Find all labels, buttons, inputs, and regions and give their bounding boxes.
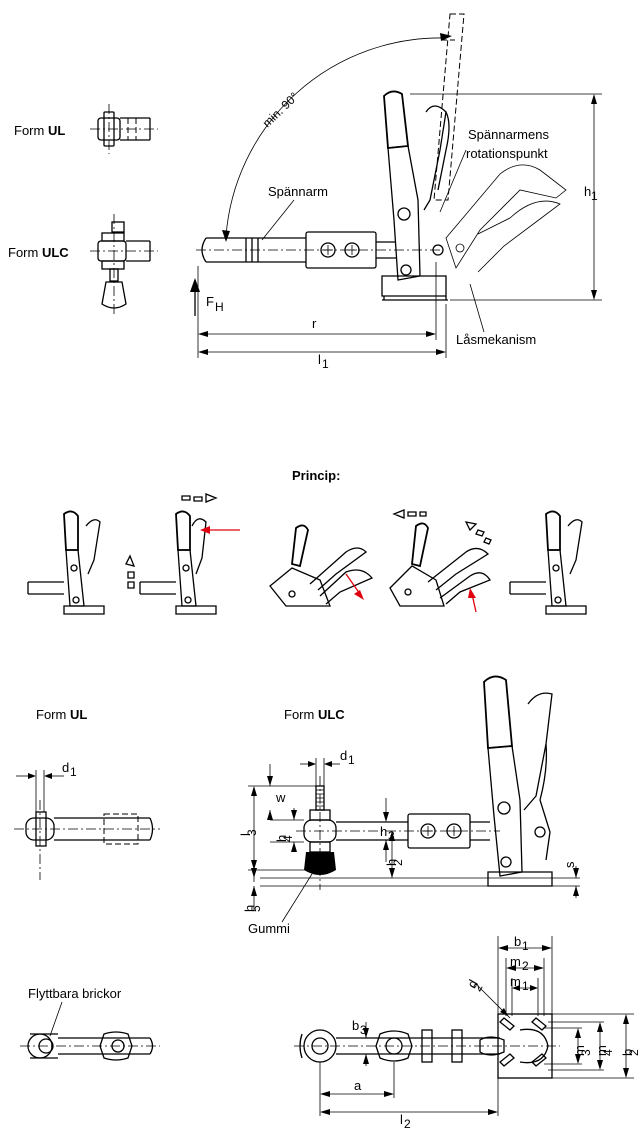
dim-h1: h 1 — [410, 93, 602, 301]
form-ul-label-mid: Form UL — [36, 707, 87, 722]
svg-text:3: 3 — [245, 829, 259, 836]
svg-text:1: 1 — [591, 189, 598, 203]
svg-text:4: 4 — [601, 1049, 615, 1056]
svg-text:1: 1 — [70, 765, 77, 779]
dim-d2: d 2 — [464, 977, 511, 1019]
svg-text:b: b — [620, 1049, 635, 1056]
svg-text:h: h — [584, 184, 591, 199]
principle-step-4 — [389, 509, 492, 613]
force-arrow: F H — [190, 278, 224, 316]
svg-text:3: 3 — [579, 1049, 593, 1056]
pivot-label-1: Spännarmens — [468, 127, 549, 142]
dim-l3: l 3 — [238, 785, 306, 871]
dim-r: r — [197, 262, 437, 358]
raised-arm-outline — [433, 13, 465, 201]
svg-text:l: l — [238, 833, 253, 836]
svg-text:r: r — [312, 316, 317, 331]
svg-text:2: 2 — [627, 1049, 641, 1056]
dim-h5: h 5 — [242, 868, 263, 912]
dim-d1-ulc: d 1 — [300, 748, 355, 786]
dim-h4: h 4 — [270, 808, 304, 852]
ulc-arm-top — [294, 1013, 560, 1079]
svg-text:m: m — [572, 1045, 587, 1056]
opened-lever-outline — [445, 164, 567, 273]
svg-text:5: 5 — [249, 905, 263, 912]
dim-l1: l 1 — [198, 304, 447, 371]
svg-text:h: h — [380, 824, 387, 839]
svg-text:1: 1 — [522, 979, 529, 993]
form-ulc-end-view — [90, 214, 158, 316]
svg-text:F: F — [206, 294, 214, 309]
dim-b3: b 3 — [352, 1018, 369, 1066]
form-ul-label-top: Form UL — [14, 123, 65, 138]
svg-text:d: d — [340, 748, 347, 763]
ul-arm-tip — [14, 800, 160, 880]
clamp-arm — [196, 231, 440, 269]
ul-arm-top — [20, 1031, 160, 1061]
clamp-body-mid — [483, 675, 553, 887]
svg-text:h: h — [384, 859, 399, 866]
svg-text:h: h — [274, 835, 289, 842]
ulc-arm-side — [296, 776, 500, 890]
form-ulc-label-top: Form ULC — [8, 245, 69, 260]
rubber-label: Gummi — [248, 921, 290, 936]
pivot-label-2: rotationspunkt — [466, 146, 548, 161]
principle-step-5 — [509, 510, 587, 615]
bottom-top-view: Flyttbara brickor — [20, 934, 641, 1131]
dim-b1-m2-m1: b 1 m 2 m 1 — [497, 934, 553, 1016]
svg-text:m: m — [594, 1045, 609, 1056]
lock-label: Låsmekanism — [456, 332, 536, 347]
clamp-body-top — [381, 90, 450, 301]
principle-title: Princip: — [292, 468, 340, 483]
dim-a: a — [319, 1062, 395, 1116]
dim-w: w — [266, 764, 316, 820]
svg-text:H: H — [215, 300, 224, 314]
svg-text:b: b — [514, 934, 521, 949]
svg-text:b: b — [352, 1018, 359, 1033]
washers-label: Flyttbara brickor — [28, 986, 122, 1001]
svg-text:3: 3 — [360, 1023, 367, 1037]
svg-text:4: 4 — [281, 835, 295, 842]
svg-text:l: l — [400, 1112, 403, 1127]
svg-text:2: 2 — [404, 1117, 411, 1131]
arm-label: Spännarm — [268, 184, 328, 199]
dim-h3: h 3 — [380, 798, 395, 862]
form-ul-end-view — [90, 104, 158, 154]
svg-text:1: 1 — [348, 753, 355, 767]
svg-text:1: 1 — [522, 939, 529, 953]
rotation-arc — [225, 37, 447, 237]
principle-sequence — [27, 493, 587, 615]
dim-h2: h 2 — [384, 831, 405, 878]
dim-s: s — [562, 861, 579, 898]
angle-label: min. 90° — [260, 89, 302, 130]
dim-m3-m4-b2: m 3 m 4 b 2 — [544, 1013, 641, 1079]
svg-text:1: 1 — [322, 357, 329, 371]
form-ulc-label-mid: Form ULC — [284, 707, 345, 722]
middle-dim-view: Form UL Form ULC d 1 — [14, 675, 580, 936]
dim-d1-ul: d 1 — [16, 760, 77, 812]
principle-step-2 — [125, 493, 240, 615]
svg-text:a: a — [354, 1078, 362, 1093]
svg-text:m: m — [510, 974, 521, 989]
svg-text:m: m — [510, 954, 521, 969]
svg-text:d: d — [62, 760, 69, 775]
principle-step-1 — [27, 510, 105, 615]
svg-text:s: s — [562, 861, 577, 868]
svg-text:h: h — [242, 905, 257, 912]
principle-step-3 — [269, 524, 374, 607]
svg-text:2: 2 — [522, 959, 529, 973]
dim-l2: l 2 — [320, 1078, 499, 1131]
svg-text:l: l — [318, 352, 321, 367]
svg-text:w: w — [275, 790, 286, 805]
top-side-view: Form UL Form ULC min. 90° — [8, 13, 602, 371]
svg-text:2: 2 — [391, 859, 405, 866]
